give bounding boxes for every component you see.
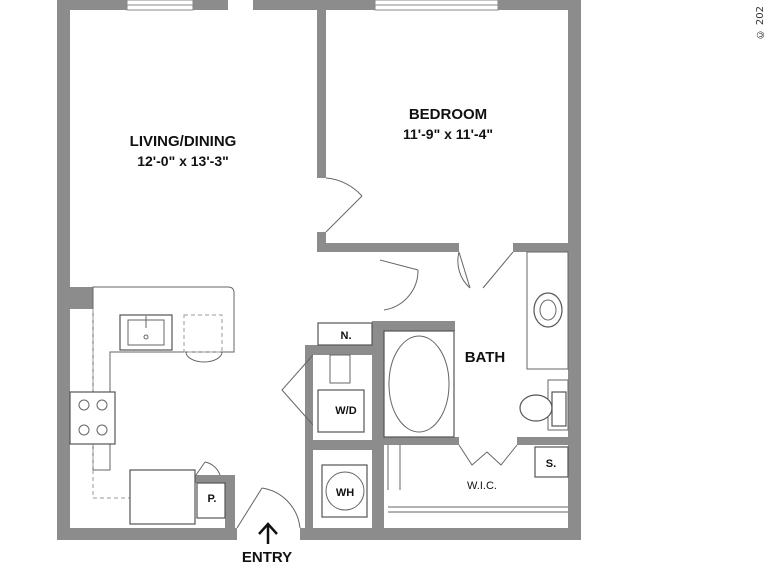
water-heater — [321, 464, 368, 518]
bath — [383, 251, 569, 513]
bath-label: BATH — [465, 349, 506, 366]
storage-label: S. — [546, 458, 556, 470]
up-arrow-icon — [258, 522, 278, 544]
copyright-text: © 202 — [755, 6, 766, 40]
fridge — [129, 469, 196, 525]
kitchen — [69, 286, 235, 525]
washer-dryer — [317, 389, 365, 433]
bedroom-label: BEDROOM — [409, 106, 487, 123]
toilet-icon — [519, 394, 553, 422]
exterior-walls — [57, 0, 581, 540]
linen-closet — [317, 322, 373, 346]
bathtub-icon — [383, 330, 455, 438]
bedroom-dims: 11'-9" x 11'-4" — [403, 126, 493, 142]
living-room-dims: 12'-0" x 13'-3" — [137, 153, 229, 169]
entry-label: ENTRY — [242, 549, 292, 566]
doors — [195, 177, 518, 529]
interior-walls — [195, 10, 575, 528]
stove-icon — [69, 391, 116, 445]
lavatory-icon — [533, 292, 563, 328]
utility — [313, 322, 373, 524]
pantry-label: P. — [208, 493, 217, 505]
storage-closet — [534, 446, 569, 478]
living-room-label: LIVING/DINING — [130, 133, 237, 150]
water-heater-label: WH — [336, 487, 354, 499]
dishwasher — [183, 314, 223, 353]
wic-label: W.I.C. — [467, 480, 497, 492]
washer-dryer-label: W/D — [335, 405, 356, 417]
linen-label: N. — [341, 330, 352, 342]
